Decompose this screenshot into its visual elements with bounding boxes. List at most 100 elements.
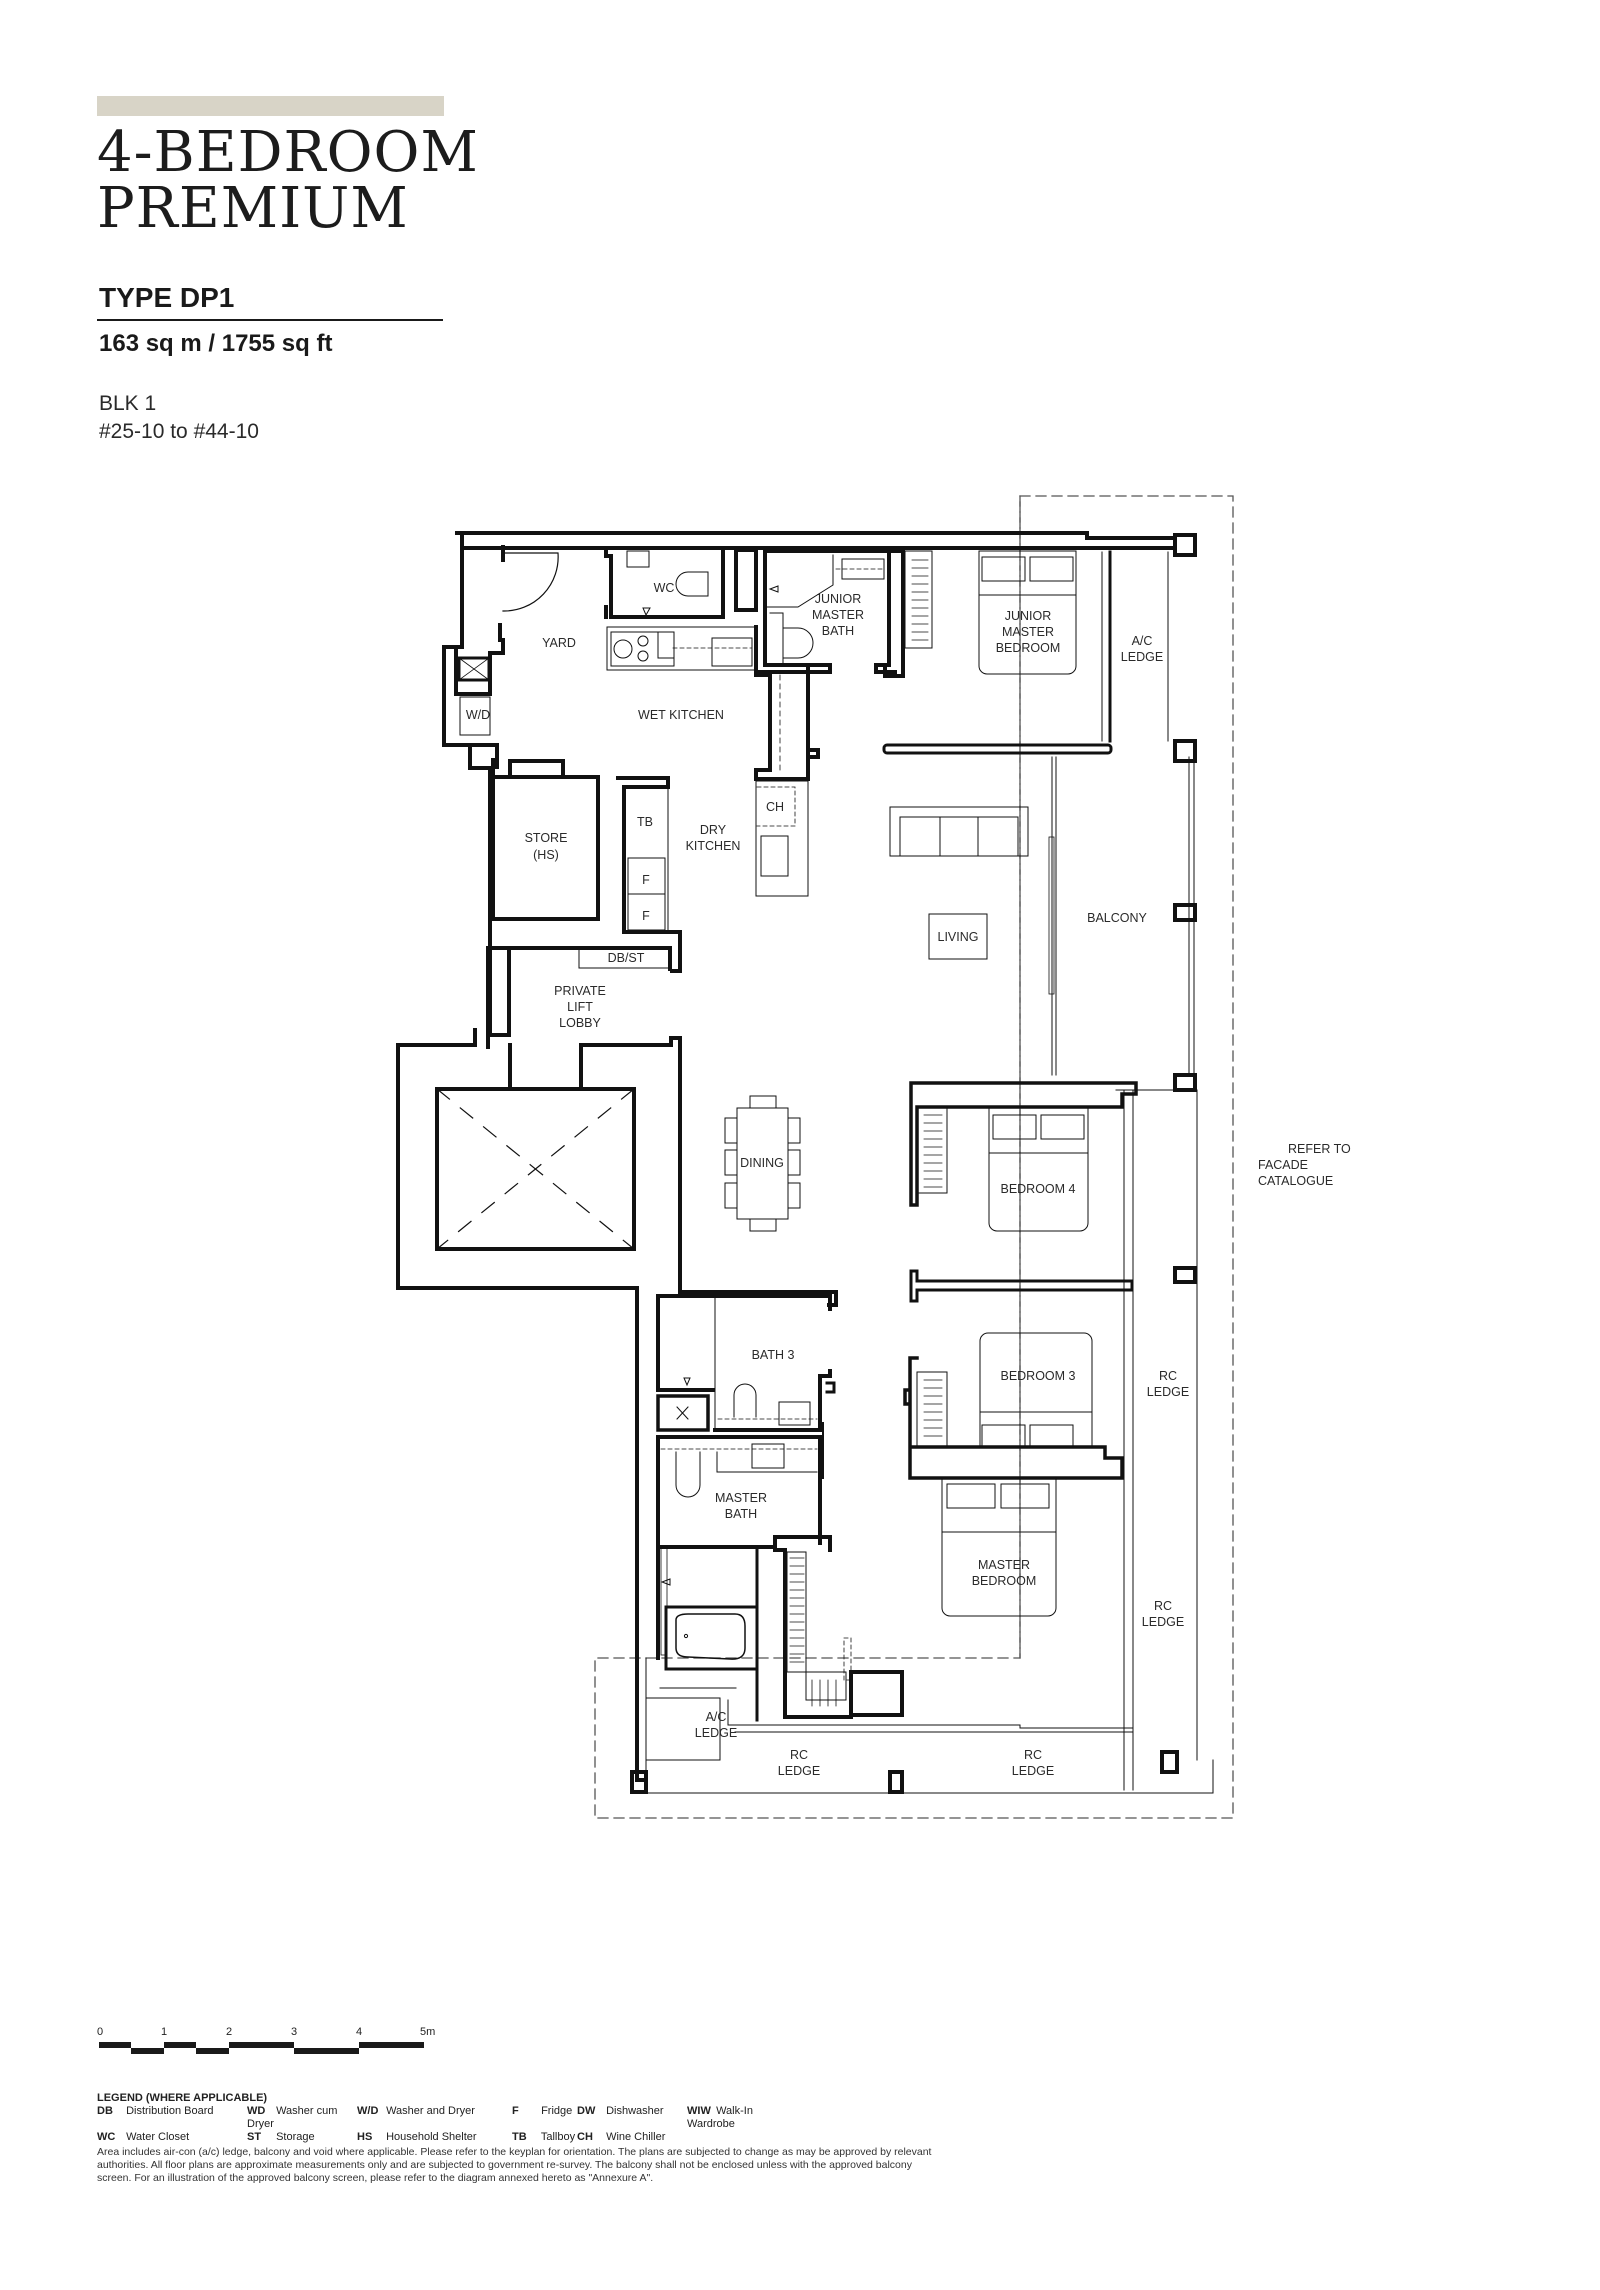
facade-outline — [594, 495, 1234, 1819]
scale-tick: 2 — [226, 2026, 233, 2038]
sofa — [889, 806, 1029, 857]
scale-tick: 1 — [161, 2026, 168, 2038]
label-living: LIVING — [938, 930, 979, 944]
column — [1173, 533, 1197, 557]
label-acledge-1: A/C — [1132, 634, 1153, 648]
label-facade-1: REFER TO — [1288, 1142, 1351, 1156]
basin — [778, 1401, 811, 1426]
basin — [841, 558, 885, 580]
legend-item: WIW Walk-In Wardrobe — [687, 2105, 753, 2130]
legend-item: DB Distribution Board — [97, 2105, 214, 2117]
bed — [941, 1477, 1057, 1617]
label-dining: DINING — [740, 1156, 784, 1170]
label-wet-kitchen: WET KITCHEN — [638, 708, 724, 722]
label-fridge-1: F — [642, 873, 650, 887]
label-dry-kitchen-1: DRY — [700, 823, 727, 837]
toilet — [733, 1383, 757, 1418]
scale-graphic — [99, 2042, 424, 2054]
floor-plan: WC YARD JUNIOR MASTER BATH JUNIOR MASTER… — [396, 495, 1351, 1819]
column — [1173, 739, 1197, 763]
label-master-bed-1: MASTER — [978, 1558, 1030, 1572]
legend-item: W/D Washer and Dryer — [357, 2105, 475, 2117]
legend-item: HS Household Shelter — [357, 2131, 477, 2143]
column — [1173, 1266, 1197, 1284]
label-wc: WC — [654, 581, 675, 595]
column — [1173, 1073, 1197, 1092]
basin — [626, 550, 650, 568]
unit-type: TYPE DP1 — [99, 282, 235, 313]
room-labels: WC YARD JUNIOR MASTER BATH JUNIOR MASTER… — [466, 581, 1351, 1778]
label-lobby-1: PRIVATE — [554, 984, 606, 998]
scale-tick: 5m — [420, 2026, 436, 2038]
title-line-2: PREMIUM — [97, 176, 409, 241]
legend-item: WD Washer cum Dryer — [247, 2105, 338, 2130]
household-shelter — [491, 775, 600, 921]
label-acledge-2: LEDGE — [1121, 650, 1163, 664]
fridge — [627, 893, 666, 931]
bed — [988, 1106, 1089, 1232]
floor-trap — [642, 607, 651, 617]
shaft — [457, 656, 491, 682]
label-rc-ledge-r2-1: RC — [1154, 1599, 1172, 1613]
label-facade-3: CATALOGUE — [1258, 1174, 1333, 1188]
label-rc-ledge-b2-1: RC — [1024, 1748, 1042, 1762]
label-jmb-3: BATH — [822, 624, 854, 638]
kitchen-sink — [711, 637, 753, 667]
label-facade-2: FACADE — [1258, 1158, 1308, 1172]
label-master-bath-2: BATH — [725, 1507, 757, 1521]
label-rc-ledge-r1-2: LEDGE — [1147, 1385, 1189, 1399]
scale-bar: 0 1 2 3 4 5m — [97, 2026, 437, 2066]
label-dry-kitchen-2: KITCHEN — [686, 839, 741, 853]
label-master-bed-2: BEDROOM — [972, 1574, 1037, 1588]
toilet — [675, 571, 709, 597]
unit-area: 163 sq m / 1755 sq ft — [99, 330, 333, 357]
column — [1160, 1750, 1179, 1774]
label-bedroom4: BEDROOM 4 — [1000, 1182, 1075, 1196]
bed — [978, 550, 1077, 675]
label-bedroom3: BEDROOM 3 — [1000, 1369, 1075, 1383]
bed — [979, 1332, 1093, 1448]
scale-tick: 0 — [97, 2026, 104, 2038]
scale-tick: 3 — [291, 2026, 298, 2038]
title-line-1: 4-BEDROOM — [97, 120, 479, 185]
accent-bar — [97, 96, 444, 116]
wardrobe — [904, 550, 933, 649]
db-st-cabinet — [578, 947, 671, 969]
label-store-2: (HS) — [533, 848, 559, 862]
block-number: BLK 1 — [99, 392, 157, 415]
label-bath3: BATH 3 — [752, 1348, 795, 1362]
label-master-bath-1: MASTER — [715, 1491, 767, 1505]
shaft — [656, 1394, 710, 1432]
cabinet — [849, 1670, 904, 1717]
label-rc-ledge-b2-2: LEDGE — [1012, 1764, 1054, 1778]
legend-item: ST Storage — [247, 2131, 315, 2143]
legend-heading: LEGEND (WHERE APPLICABLE) — [97, 2092, 268, 2104]
label-lobby-2: LIFT — [567, 1000, 593, 1014]
label-ch: CH — [766, 800, 784, 814]
lift-shaft — [435, 1087, 636, 1251]
scale-tick: 4 — [356, 2026, 363, 2038]
label-acledge-b-2: LEDGE — [695, 1726, 737, 1740]
label-balcony: BALCONY — [1087, 911, 1147, 925]
page-title: 4-BEDROOM PREMIUM — [97, 125, 479, 237]
legend: LEGEND (WHERE APPLICABLE) DB Distributio… — [97, 2092, 787, 2144]
label-jmbr-2: MASTER — [1002, 625, 1054, 639]
label-store-1: STORE — [525, 831, 568, 845]
label-rc-ledge-r2-2: LEDGE — [1142, 1615, 1184, 1629]
label-rc-ledge-r1-1: RC — [1159, 1369, 1177, 1383]
label-jmb-2: MASTER — [812, 608, 864, 622]
unit-range: #25-10 to #44-10 — [99, 420, 259, 443]
door-swing — [502, 552, 559, 612]
label-rc-ledge-b1-2: LEDGE — [778, 1764, 820, 1778]
wardrobe — [916, 1371, 948, 1448]
label-wd: W/D — [466, 708, 490, 722]
block-info: BLK 1 #25-10 to #44-10 — [99, 390, 259, 446]
wall-top — [455, 531, 1177, 550]
basin — [751, 1443, 785, 1469]
label-fridge-2: F — [642, 909, 650, 923]
label-jmbr-1: JUNIOR — [1005, 609, 1052, 623]
label-acledge-b-1: A/C — [706, 1710, 727, 1724]
toilet — [769, 612, 814, 664]
toilet — [675, 1451, 701, 1498]
divider — [97, 319, 443, 321]
